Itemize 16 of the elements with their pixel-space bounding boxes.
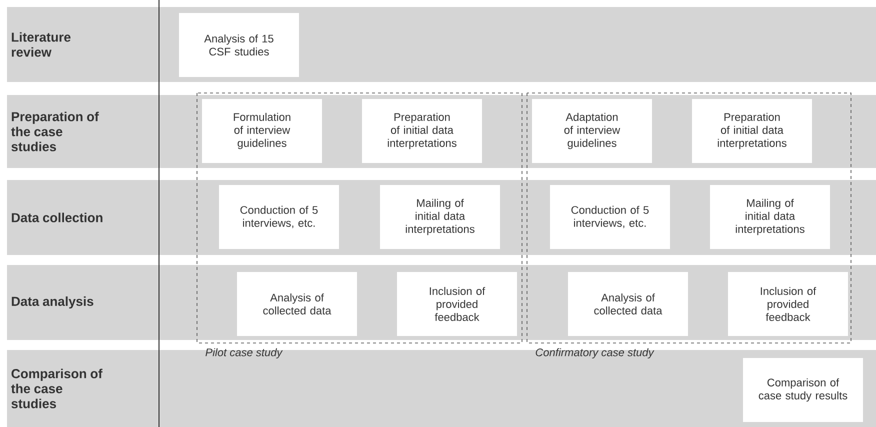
process-box: Formulation of interview guidelines: [202, 99, 322, 163]
process-box: Inclusion of provided feedback: [397, 272, 517, 336]
process-box: Analysis of collected data: [237, 272, 357, 336]
group-caption: Pilot case study: [206, 348, 283, 358]
process-box: Conduction of 5 interviews, etc.: [550, 185, 670, 249]
group-caption: Confirmatory case study: [536, 348, 654, 358]
process-box: Mailing of initial data interpretations: [380, 185, 500, 249]
process-box: Comparison of case study results: [743, 358, 863, 422]
process-box: Adaptation of interview guidelines: [532, 99, 652, 163]
process-box: Inclusion of provided feedback: [728, 272, 848, 336]
process-box: Analysis of collected data: [568, 272, 688, 336]
process-box: Mailing of initial data interpretations: [710, 185, 830, 249]
process-box: Analysis of 15 CSF studies: [179, 13, 299, 77]
process-box: Preparation of initial data interpretations: [692, 99, 812, 163]
process-box: Preparation of initial data interpretations: [362, 99, 482, 163]
process-box: Conduction of 5 interviews, etc.: [219, 185, 339, 249]
